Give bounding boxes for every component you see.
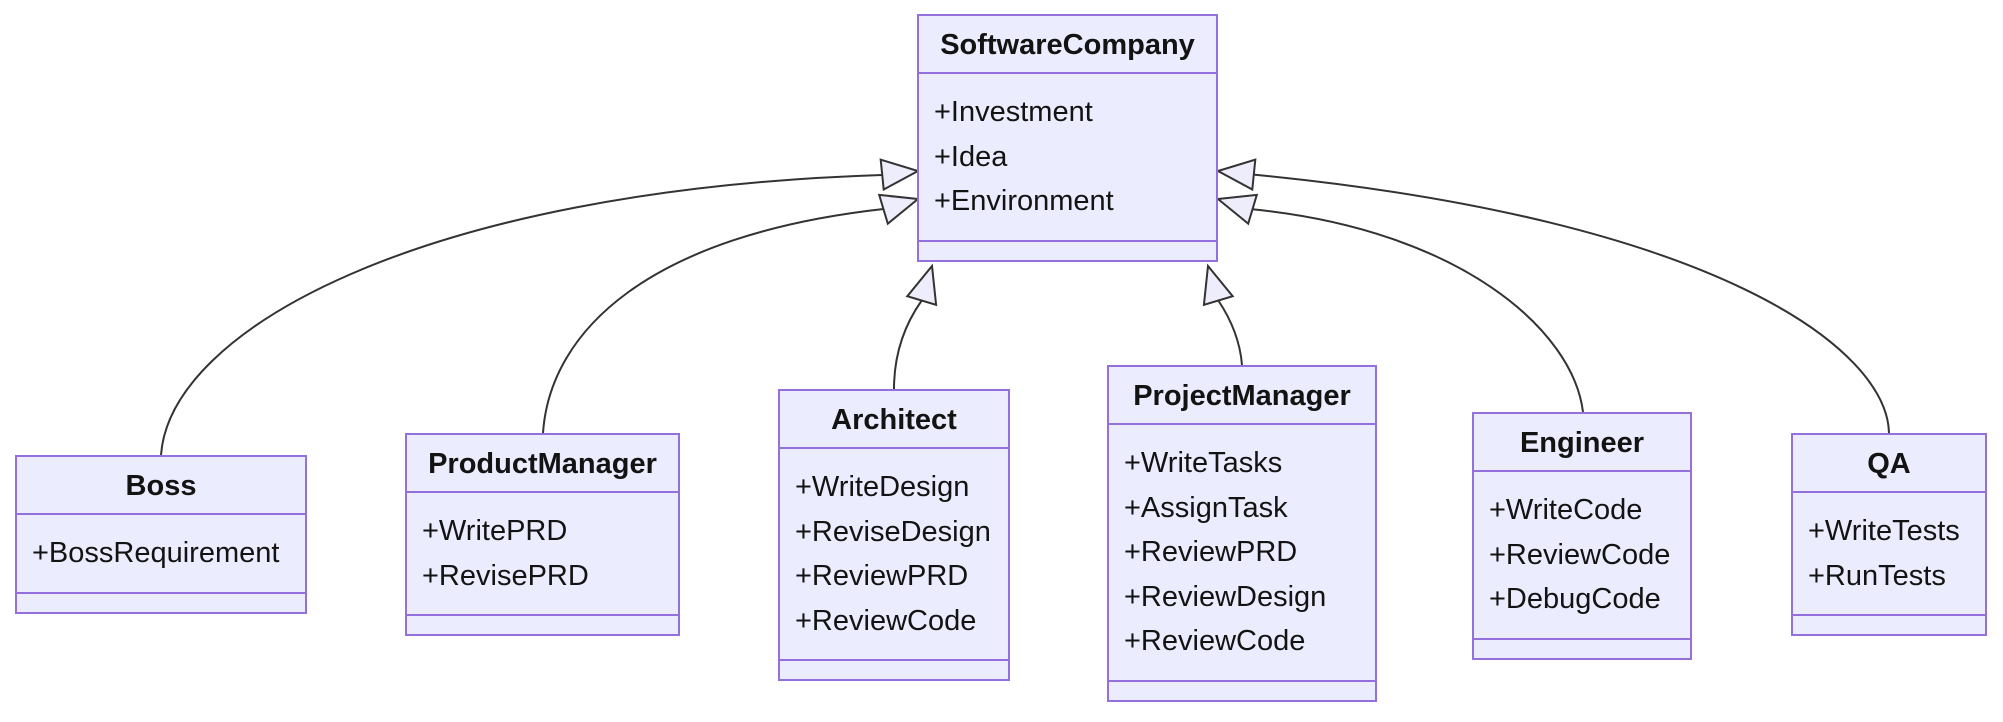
class-box-architect: Architect +WriteDesign +ReviseDesign +Re… [778,389,1010,681]
class-attribute: +WriteDesign [795,471,970,503]
class-attribute: +AssignTask [1124,491,1288,524]
class-title: ProjectManager [1109,367,1375,425]
class-attribute: +WritePRD [422,515,568,547]
inheritance-edge-qa-to-softwarecompany [1253,173,1890,434]
inheritance-edge-productmanager-to-softwarecompany [542,208,884,434]
inheritance-edge-projectmanager-to-softwarecompany [1217,299,1243,366]
class-box-engineer: Engineer +WriteCode +ReviewCode +DebugCo… [1472,412,1692,660]
class-attribute: +ReviewPRD [795,560,969,592]
class-methods-empty [1474,640,1690,658]
inheritance-edge-architect-to-softwarecompany [893,299,923,390]
class-attribute: +Environment [934,185,1114,217]
inheritance-edge-engineer-to-softwarecompany [1252,208,1584,413]
class-box-softwarecompany: SoftwareCompany +Investment +Idea +Envir… [917,14,1218,262]
class-attribute: +RevisePRD [422,559,589,592]
inheritance-arrowhead-qa [1215,158,1257,192]
inheritance-arrowhead-boss [879,158,921,192]
class-attribute: +ReviewCode [1489,538,1671,571]
class-attribute: +ReviewPRD [1124,536,1298,568]
class-box-projectmanager: ProjectManager +WriteTasks +AssignTask +… [1107,365,1377,702]
class-attributes: +BossRequirement [17,515,305,594]
class-methods-empty [919,242,1216,260]
class-attributes: +WritePRD +RevisePRD [407,493,678,616]
class-attributes: +WriteCode +ReviewCode +DebugCode [1474,472,1690,640]
class-methods-empty [1793,616,1985,634]
class-attribute: +ReviewCode [1124,625,1306,657]
class-attribute: +BossRequirement [32,537,280,569]
class-attribute: +WriteCode [1489,494,1643,526]
class-attribute: +WriteTasks [1124,447,1283,479]
inheritance-arrowhead-productmanager [877,193,921,226]
class-title: SoftwareCompany [919,16,1216,74]
class-box-productmanager: ProductManager +WritePRD +RevisePRD [405,433,680,636]
class-box-qa: QA +WriteTests +RunTests [1791,433,1987,636]
class-methods-empty [407,616,678,634]
class-methods-empty [1109,682,1375,700]
class-title: ProductManager [407,435,678,493]
inheritance-edge-boss-to-softwarecompany [160,174,883,456]
class-attribute: +WriteTests [1808,515,1960,547]
class-box-boss: Boss +BossRequirement [15,455,307,614]
class-title: Engineer [1474,414,1690,472]
class-attribute: +Idea [934,140,1008,173]
class-methods-empty [780,661,1008,679]
class-attribute: +RunTests [1808,559,1946,592]
inheritance-arrowhead-projectmanager [1202,263,1235,307]
class-title: Boss [17,457,305,515]
class-attribute: +Investment [934,96,1093,128]
class-methods-empty [17,594,305,612]
class-attributes: +WriteTests +RunTests [1793,493,1985,616]
class-title: Architect [780,391,1008,449]
class-attributes: +Investment +Idea +Environment [919,74,1216,242]
class-attributes: +WriteDesign +ReviseDesign +ReviewPRD +R… [780,449,1008,661]
inheritance-arrowhead-engineer [1215,193,1259,226]
class-attribute: +DebugCode [1489,583,1661,615]
class-attribute: +ReviseDesign [795,515,991,548]
class-attributes: +WriteTasks +AssignTask +ReviewPRD +Revi… [1109,425,1375,682]
class-attribute: +ReviewDesign [1124,580,1327,613]
class-title: QA [1793,435,1985,493]
inheritance-arrowhead-architect [905,263,938,307]
class-attribute: +ReviewCode [795,604,977,637]
